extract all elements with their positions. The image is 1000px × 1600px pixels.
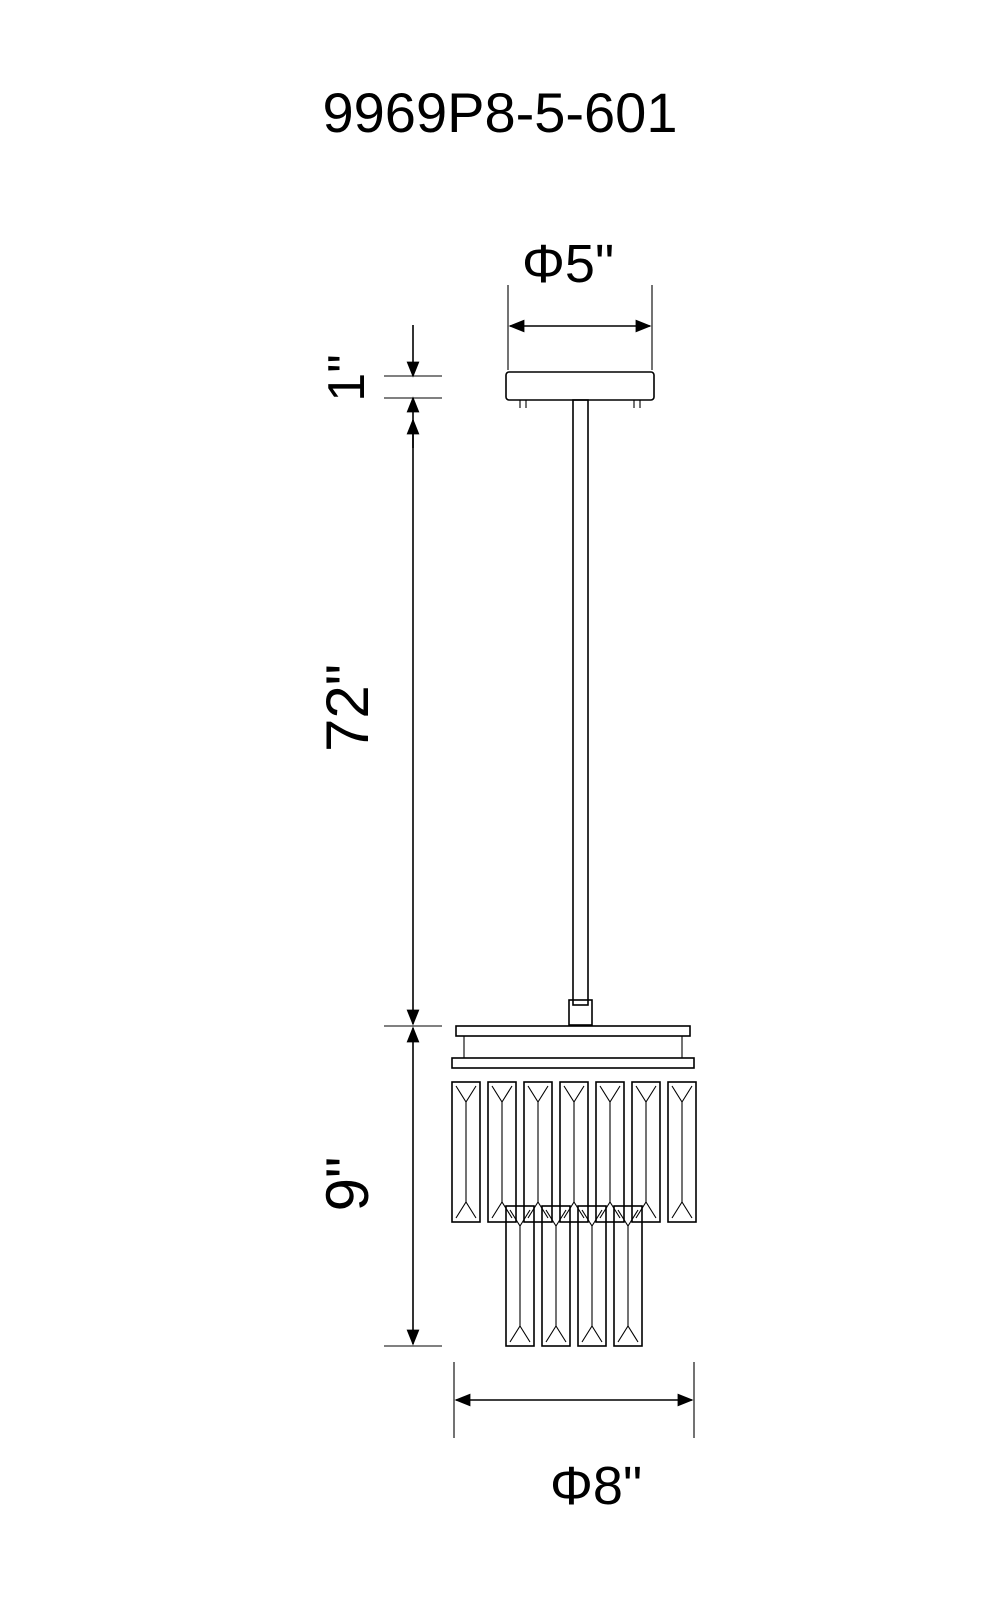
fixture-diameter-dimension: Φ8" [453,1362,695,1516]
canopy-diameter-label: Φ5" [522,234,614,294]
canopy-height-label: 1" [318,354,376,401]
pendant-rod-drawing [568,399,593,1026]
canopy-drawing [505,371,655,408]
lower-crystal-tier [505,1205,643,1347]
model-number-title: 9969P8-5-601 [323,81,678,144]
rod-length-label: 72" [314,664,381,752]
fixture-drawing [451,1025,697,1347]
fixture-diameter-label: Φ8" [550,1456,642,1516]
canopy-diameter-dimension: Φ5" [507,234,653,370]
rod-length-dimension: 72" [314,418,442,1027]
fixture-height-label: 9" [314,1157,381,1212]
upper-crystal-tier [451,1081,697,1223]
canopy-height-dimension: 1" [318,325,442,448]
fixture-height-dimension: 9" [314,1026,442,1347]
